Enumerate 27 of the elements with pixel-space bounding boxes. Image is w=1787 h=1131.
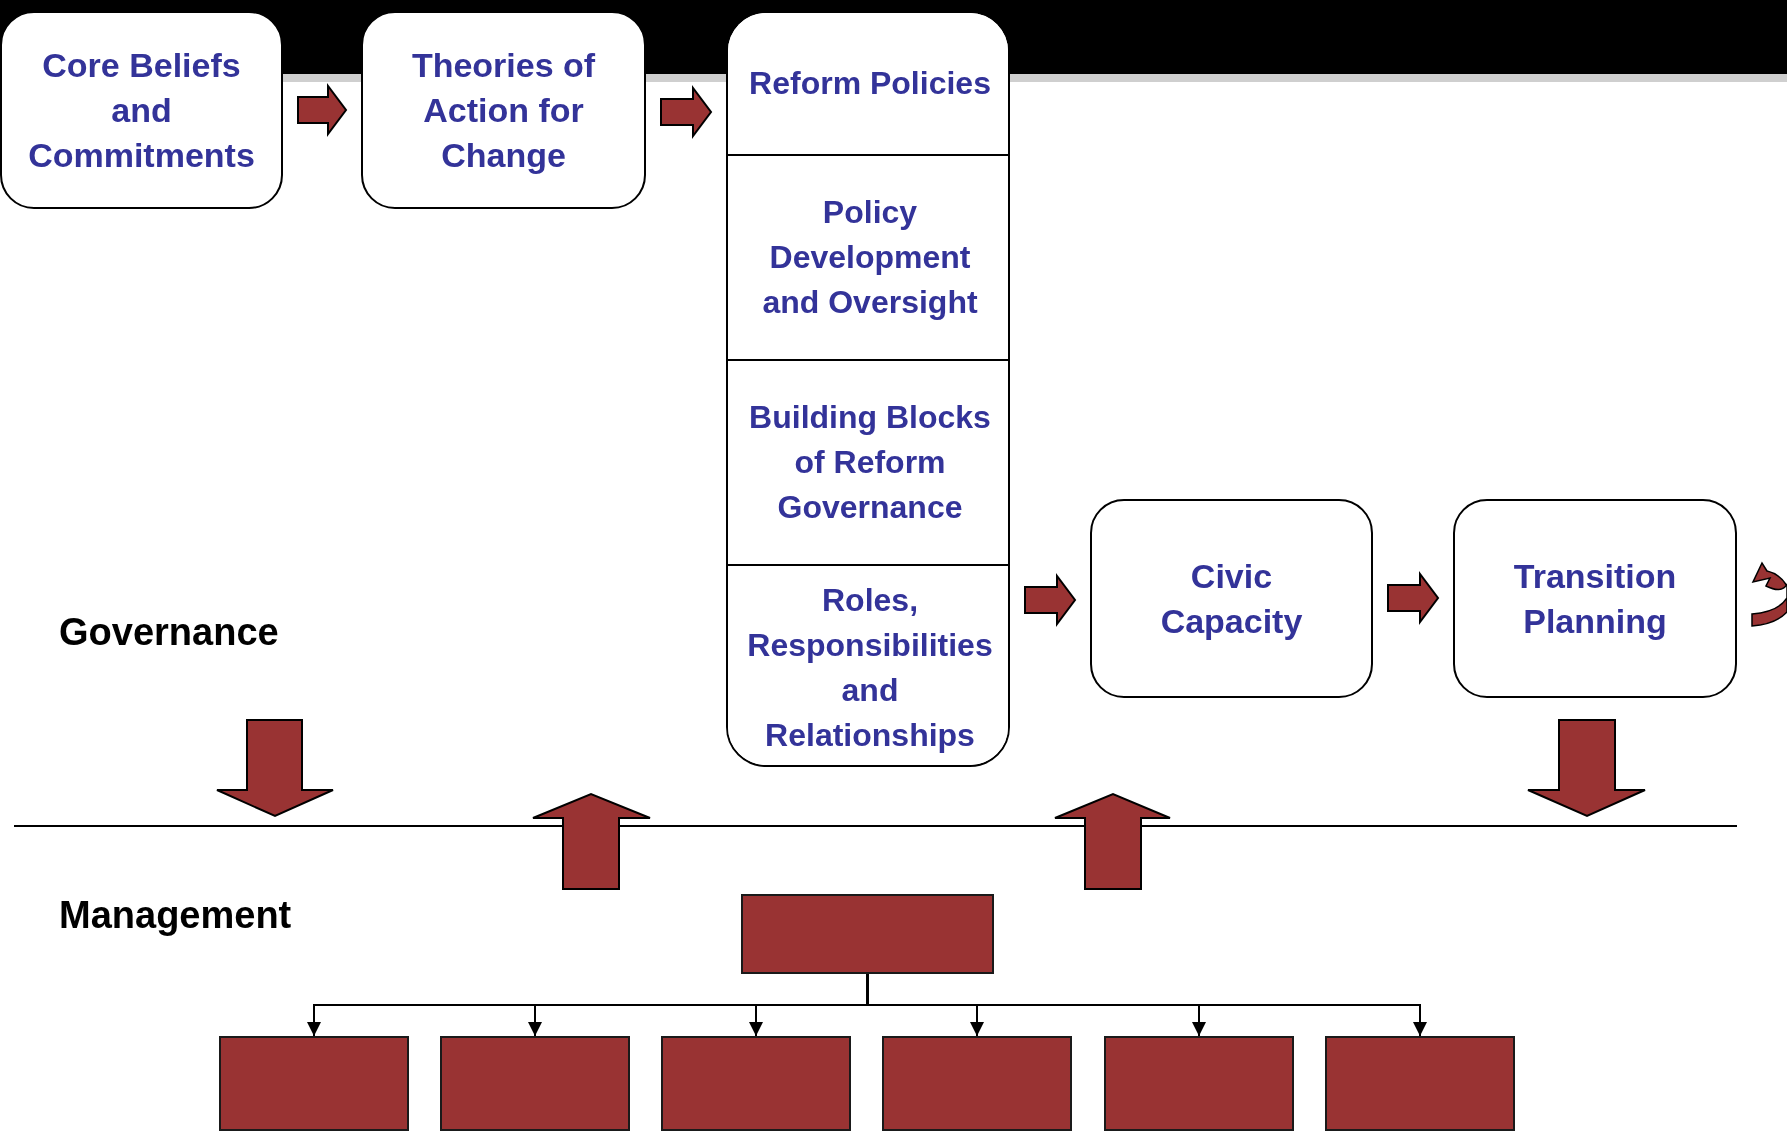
stack-section bbox=[728, 564, 1008, 765]
stacked-box bbox=[726, 11, 1010, 767]
box-text: Policy Development and Oversight bbox=[761, 193, 979, 322]
section-label: Management bbox=[59, 893, 292, 937]
filled-box bbox=[882, 1036, 1072, 1131]
block-arrow bbox=[1387, 571, 1440, 625]
filled-box bbox=[440, 1036, 630, 1131]
box-text: Transition Planning bbox=[1512, 555, 1678, 642]
filled-box bbox=[661, 1036, 851, 1131]
filled-box bbox=[219, 1036, 409, 1131]
block-arrow bbox=[660, 85, 713, 139]
section-label: Governance bbox=[59, 610, 279, 654]
process-box bbox=[361, 11, 646, 209]
block-arrow bbox=[1024, 573, 1077, 627]
filled-box bbox=[741, 894, 994, 974]
process-box bbox=[0, 11, 283, 209]
box-text: Theories of Action for Change bbox=[410, 44, 597, 176]
box-text: Roles, Responsibilities and Relationships bbox=[747, 580, 993, 755]
block-arrow bbox=[297, 83, 348, 137]
filled-box bbox=[1104, 1036, 1294, 1131]
process-box bbox=[1090, 499, 1373, 698]
box-text: Reform Policies bbox=[749, 64, 991, 103]
filled-box bbox=[1325, 1036, 1515, 1131]
process-box bbox=[1453, 499, 1737, 698]
box-text: Building Blocks of Reform Governance bbox=[748, 398, 992, 527]
box-text: Core Beliefs and Commitments bbox=[27, 44, 256, 176]
box-text: Civic Capacity bbox=[1159, 555, 1304, 642]
